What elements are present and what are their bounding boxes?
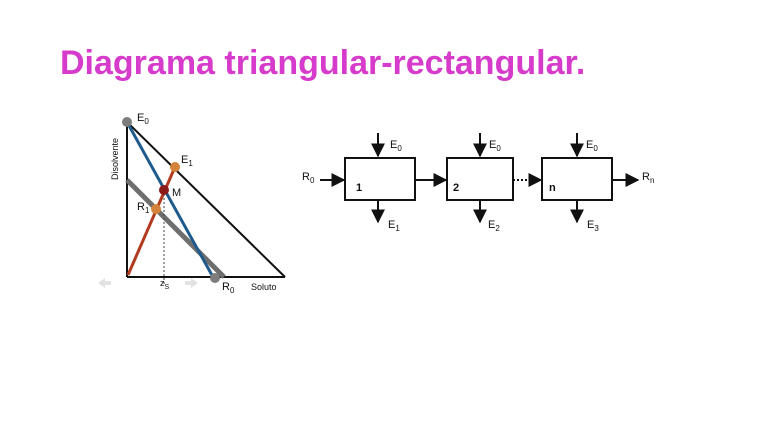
- triangular-diagram: E0 E1 M R1 R0 zS Soluto Disolvente: [98, 112, 286, 295]
- red-operating-line: [126, 166, 177, 276]
- stage-in-label-2: E0: [489, 139, 501, 153]
- stage-out-label-2: E2: [488, 219, 500, 233]
- point-r1: [151, 204, 161, 214]
- stage-box-1: [344, 157, 416, 201]
- stage-in-label-n: E0: [586, 139, 598, 153]
- next-arrow-icon: [185, 278, 198, 288]
- stage-in-label-1: E0: [390, 139, 402, 153]
- label-r1: R1: [137, 201, 150, 215]
- point-e0: [122, 117, 132, 127]
- label-e0: E0: [137, 112, 149, 126]
- label-raffinate-out: Rn: [642, 171, 654, 185]
- label-r0: R0: [222, 281, 235, 295]
- label-m: M: [172, 187, 181, 199]
- stage-label-1: 1: [356, 182, 362, 194]
- label-feed: R0: [302, 171, 315, 185]
- label-e1: E1: [181, 154, 193, 168]
- label-disolvente: Disolvente: [110, 138, 120, 180]
- stage-label-n: n: [549, 182, 556, 194]
- stage-out-label-1: E1: [388, 219, 400, 233]
- prev-arrow-icon: [98, 278, 111, 288]
- stage-flow-diagram: R0 1 E0 E1 2 E0 E2 n E0 E3 Rn: [302, 133, 654, 233]
- label-zs: zS: [160, 278, 170, 291]
- stage-label-2: 2: [453, 182, 459, 194]
- point-m: [159, 185, 169, 195]
- blue-mixing-line: [125, 121, 215, 278]
- gray-tie-line: [125, 178, 226, 279]
- stage-out-label-n: E3: [587, 219, 599, 233]
- hypotenuse: [126, 121, 286, 278]
- stage-box-n: [541, 157, 613, 201]
- label-soluto: Soluto: [251, 282, 277, 292]
- page-title: Diagrama triangular-rectangular.: [60, 44, 586, 82]
- point-r0: [210, 273, 220, 283]
- point-e1: [170, 162, 180, 172]
